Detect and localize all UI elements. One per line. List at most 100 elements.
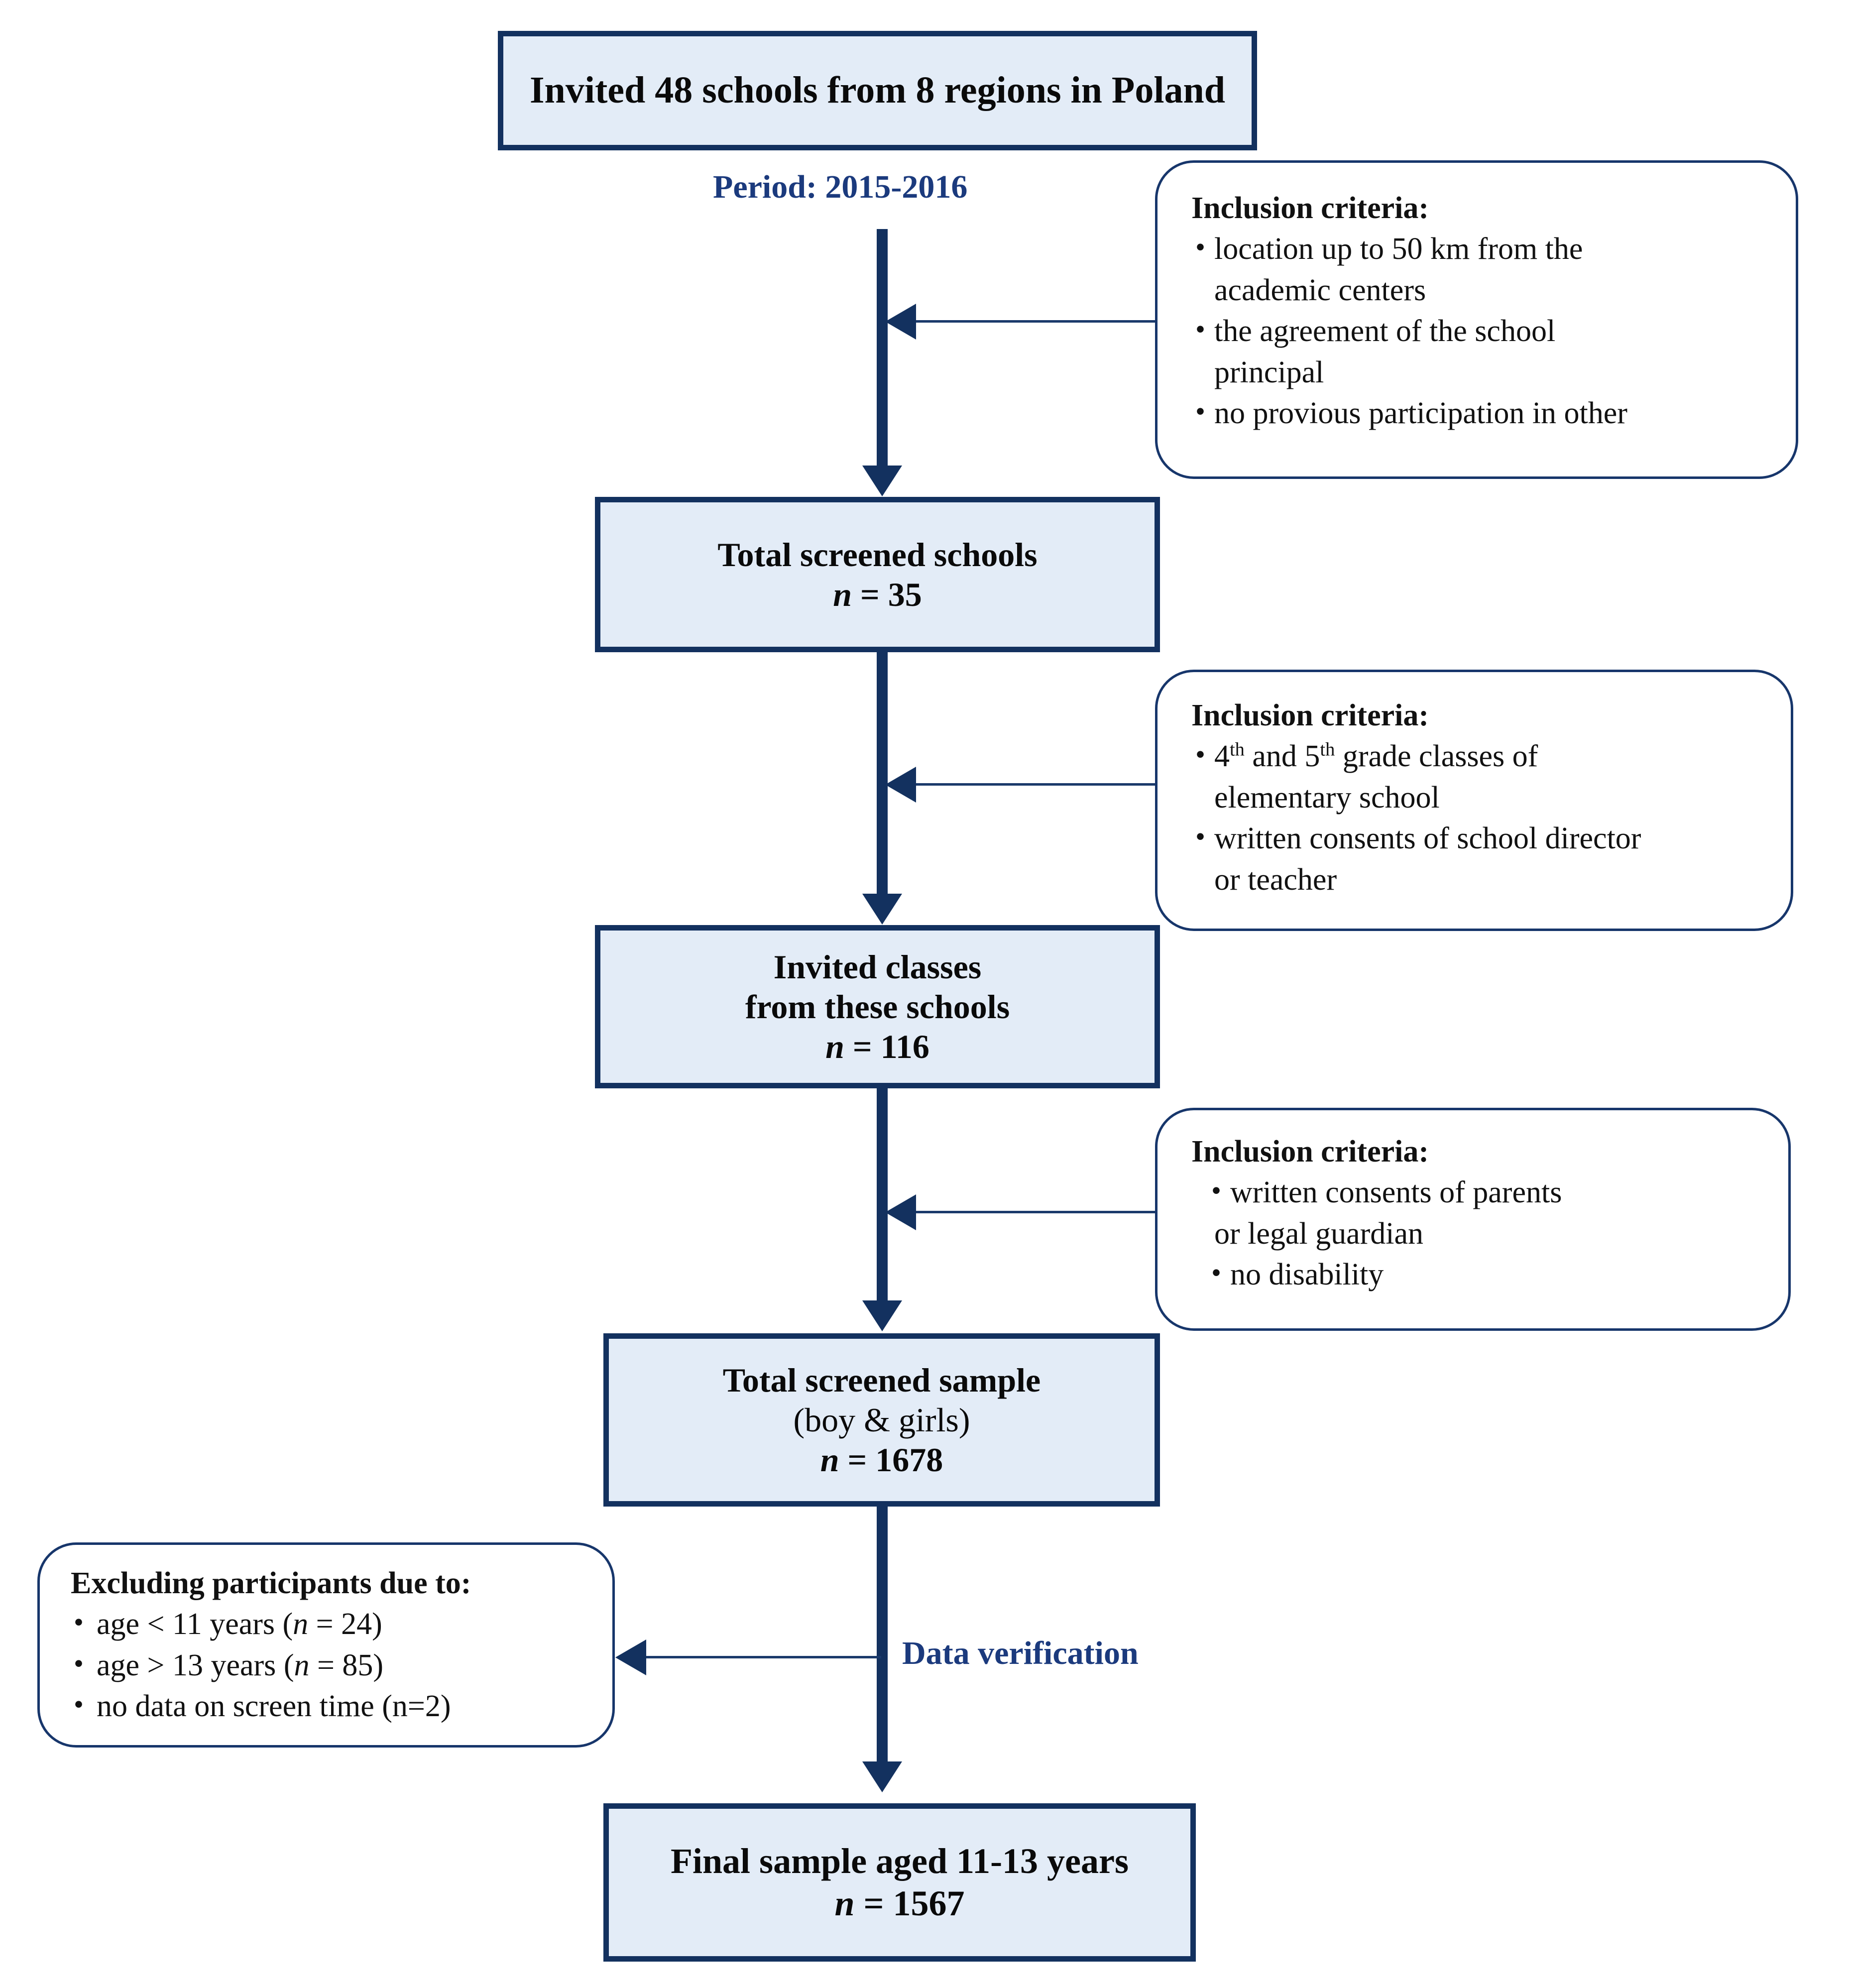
- criteria-1-item-1: • location up to 50 km from the academic…: [1191, 229, 1779, 311]
- criteria-2-list: • 4th and 5th grade classes of elementar…: [1191, 736, 1779, 900]
- arrow-down-icon-2: [862, 894, 902, 925]
- criteria-3-list: • written consents of parents or legal g…: [1191, 1172, 1779, 1295]
- screened-sample-line2: (boy & girls): [793, 1401, 970, 1439]
- screened-schools-n-label: n: [833, 576, 852, 613]
- box-final-sample: Final sample aged 11-13 years n = 1567: [603, 1803, 1196, 1962]
- final-sample-line1: Final sample aged 11-13 years: [671, 1841, 1129, 1881]
- criteria-3-item-2: • no disability: [1191, 1254, 1779, 1295]
- exclusion-item-3-pre: no data on screen time (n=2): [97, 1689, 451, 1724]
- exclusion-item-3: • no data on screen time (n=2): [71, 1686, 603, 1727]
- criteria-1-item-2: • the agreement of the school principal: [1191, 311, 1779, 393]
- criteria-1-list: • location up to 50 km from the academic…: [1191, 229, 1779, 434]
- criteria-2-item-1-sup2: th: [1320, 739, 1335, 760]
- criteria-3-item-1-line2: or legal guardian: [1214, 1216, 1424, 1251]
- criteria-line-1: [901, 320, 1160, 323]
- criteria-2-item-1-sup1: th: [1230, 739, 1245, 760]
- arrow-left-icon-1: [885, 304, 916, 340]
- criteria-2-item-1: • 4th and 5th grade classes of elementar…: [1191, 736, 1779, 818]
- screened-sample-n: n = 1678: [820, 1440, 943, 1480]
- criteria-line-2: [901, 783, 1160, 786]
- bullet-icon: •: [74, 1607, 84, 1638]
- exclusion-item-1-eq: = 24): [308, 1607, 382, 1641]
- invited-classes-n-eq: =: [844, 1028, 881, 1066]
- exclusion-item-2: • age > 13 years (n = 85): [71, 1645, 603, 1686]
- exclusion-item-2-pre: age > 13 years (: [97, 1648, 294, 1682]
- bullet-icon: •: [1211, 1257, 1221, 1289]
- criteria-2-item-1-pre: 4: [1214, 739, 1230, 774]
- arrow-down-icon-4: [862, 1761, 902, 1792]
- final-sample-n-eq: =: [854, 1883, 893, 1923]
- criteria-1-item-2-line2: principal: [1214, 355, 1324, 389]
- flow-line-1: [877, 229, 888, 467]
- exclusion-item-2-n: n: [294, 1648, 310, 1682]
- screened-schools-n-value: 35: [888, 576, 922, 613]
- criteria-2-item-1-post: grade classes of: [1335, 739, 1538, 774]
- criteria-1-item-2-line1: the agreement of the school: [1214, 314, 1556, 349]
- criteria-2-item-2: • written consents of school director or…: [1191, 818, 1779, 900]
- criteria-2-title: Inclusion criteria:: [1191, 699, 1429, 732]
- criteria-3-item-1: • written consents of parents or legal g…: [1191, 1172, 1779, 1254]
- bullet-icon: •: [1195, 739, 1205, 771]
- label-period: Period: 2015-2016: [713, 169, 968, 205]
- box-screened-sample: Total screened sample (boy & girls) n = …: [603, 1333, 1160, 1507]
- box-invited-classes: Invited classes from these schools n = 1…: [595, 925, 1160, 1088]
- exclusion-item-1-n: n: [293, 1607, 309, 1641]
- final-sample-n: n = 1567: [834, 1882, 964, 1925]
- criteria-1-title: Inclusion criteria:: [1191, 191, 1429, 225]
- bullet-icon: •: [74, 1647, 84, 1679]
- invited-classes-n-label: n: [825, 1028, 844, 1066]
- criteria-line-3: [901, 1211, 1160, 1213]
- arrow-left-icon-4: [615, 1639, 646, 1675]
- screened-schools-line1: Total screened schools: [717, 535, 1038, 574]
- exclusion-item-1-pre: age < 11 years (: [97, 1607, 293, 1641]
- criteria-3-item-2-line1: no disability: [1230, 1258, 1384, 1292]
- final-sample-n-label: n: [834, 1883, 855, 1923]
- screened-sample-n-value: 1678: [875, 1441, 943, 1479]
- screened-sample-n-eq: =: [839, 1441, 876, 1479]
- criteria-box-1: Inclusion criteria: • location up to 50 …: [1155, 160, 1798, 479]
- criteria-1-item-1-line2: academic centers: [1214, 273, 1426, 307]
- bullet-icon: •: [74, 1689, 84, 1721]
- criteria-box-2: Inclusion criteria: • 4th and 5th grade …: [1155, 670, 1793, 931]
- criteria-2-item-1-line2: elementary school: [1214, 780, 1440, 815]
- bullet-icon: •: [1195, 232, 1205, 263]
- exclusion-list: • age < 11 years (n = 24) • age > 13 yea…: [71, 1604, 603, 1727]
- bullet-icon: •: [1211, 1175, 1221, 1207]
- flow-line-3: [877, 1088, 888, 1302]
- bullet-icon: •: [1195, 821, 1205, 853]
- screened-sample-n-label: n: [820, 1441, 839, 1479]
- final-sample-n-value: 1567: [893, 1883, 965, 1923]
- arrow-down-icon-3: [862, 1300, 902, 1331]
- box-screened-schools: Total screened schools n = 35: [595, 497, 1160, 652]
- arrow-left-icon-2: [885, 767, 916, 803]
- exclusion-item-2-eq: = 85): [309, 1648, 384, 1682]
- exclusion-title: Excluding participants due to:: [71, 1566, 471, 1600]
- exclusion-line: [636, 1656, 881, 1658]
- label-data-verification: Data verification: [902, 1635, 1139, 1671]
- screened-sample-line1: Total screened sample: [722, 1361, 1041, 1399]
- invited-classes-n: n = 116: [825, 1027, 929, 1066]
- criteria-3-item-1-line1: written consents of parents: [1230, 1175, 1562, 1210]
- criteria-box-3: Inclusion criteria: • written consents o…: [1155, 1108, 1791, 1331]
- invited-classes-n-value: 116: [880, 1028, 929, 1066]
- invited-schools-text: Invited 48 schools from 8 regions in Pol…: [529, 69, 1226, 112]
- invited-classes-line2: from these schools: [745, 987, 1010, 1026]
- criteria-2-item-2-line2: or teacher: [1214, 862, 1337, 897]
- arrow-down-icon-1: [862, 466, 902, 496]
- box-invited-schools: Invited 48 schools from 8 regions in Pol…: [498, 31, 1257, 150]
- invited-classes-line1: Invited classes: [773, 947, 982, 986]
- criteria-1-item-1-line1: location up to 50 km from the: [1214, 232, 1583, 266]
- criteria-1-item-3: • no provious participation in other: [1191, 393, 1779, 434]
- screened-schools-n-eq: =: [852, 576, 888, 613]
- exclusion-item-1: • age < 11 years (n = 24): [71, 1604, 603, 1644]
- flow-line-4: [877, 1507, 888, 1763]
- criteria-1-item-3-line1: no provious participation in other: [1214, 396, 1627, 431]
- arrow-left-icon-3: [885, 1194, 916, 1230]
- criteria-2-item-2-line1: written consents of school director: [1214, 821, 1641, 856]
- screened-schools-n: n = 35: [833, 575, 922, 614]
- criteria-2-item-1-mid: and 5: [1244, 739, 1320, 774]
- criteria-3-title: Inclusion criteria:: [1191, 1135, 1429, 1169]
- bullet-icon: •: [1195, 396, 1205, 428]
- flow-line-2: [877, 652, 888, 895]
